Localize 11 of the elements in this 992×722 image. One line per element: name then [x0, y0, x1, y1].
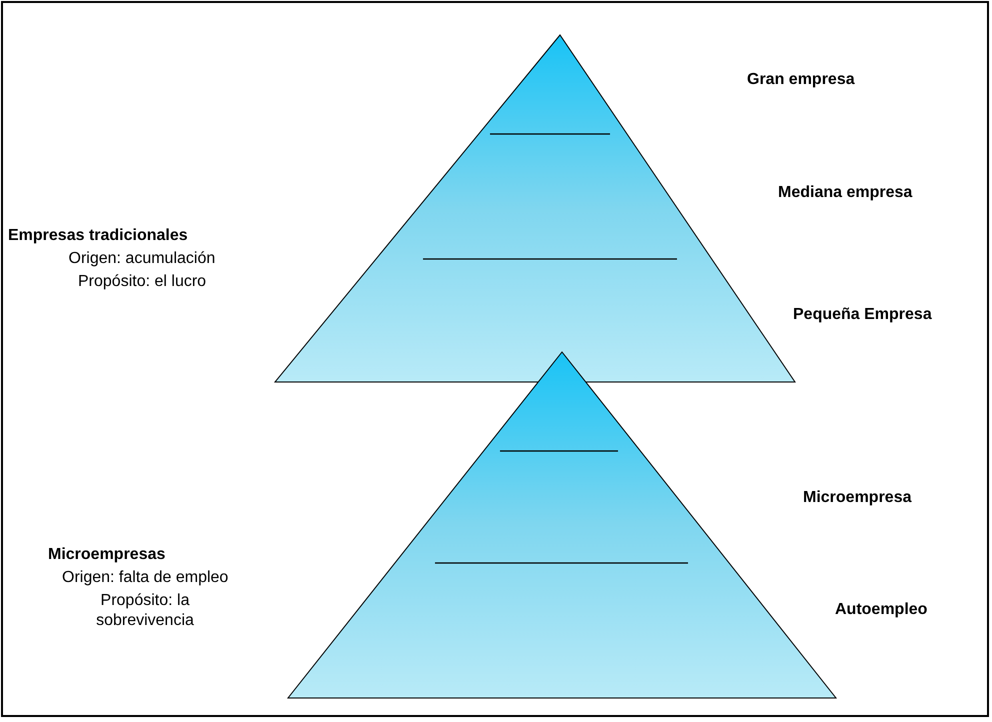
level-label: Autoempleo — [835, 600, 928, 620]
description-text: Origen: acumulación — [68, 249, 216, 269]
level-label: Mediana empresa — [778, 183, 912, 203]
group-heading: Microempresas — [48, 545, 166, 565]
level-label: Microempresa — [803, 488, 912, 508]
description-text: Propósito: la sobrevivencia — [95, 591, 195, 631]
level-label: Pequeña Empresa — [793, 305, 932, 325]
description-text: Origen: falta de empleo — [62, 568, 228, 588]
group-heading: Empresas tradicionales — [8, 226, 188, 246]
level-label: Gran empresa — [747, 70, 855, 90]
description-text: Propósito: el lucro — [78, 272, 206, 292]
